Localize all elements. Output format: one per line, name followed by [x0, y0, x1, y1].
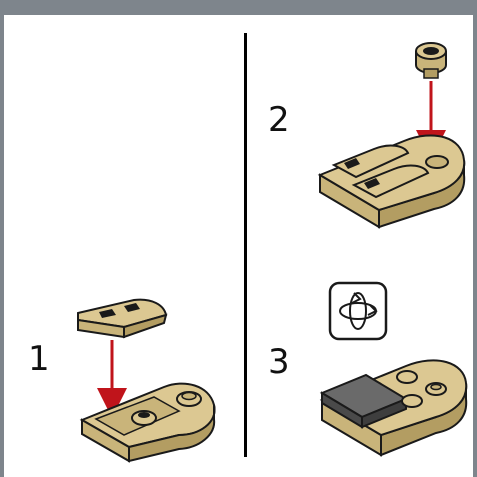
step-3-assembly: [322, 360, 466, 455]
instruction-panel: 1 2 3: [4, 15, 473, 477]
rotate-model-icon: [330, 283, 386, 339]
step-2-round-stud: [416, 43, 446, 78]
step-1-base-plate: [82, 384, 215, 461]
step-2-assembly: [320, 135, 464, 227]
instruction-illustration: [4, 15, 473, 477]
step-1-boat-tile: [78, 300, 166, 337]
